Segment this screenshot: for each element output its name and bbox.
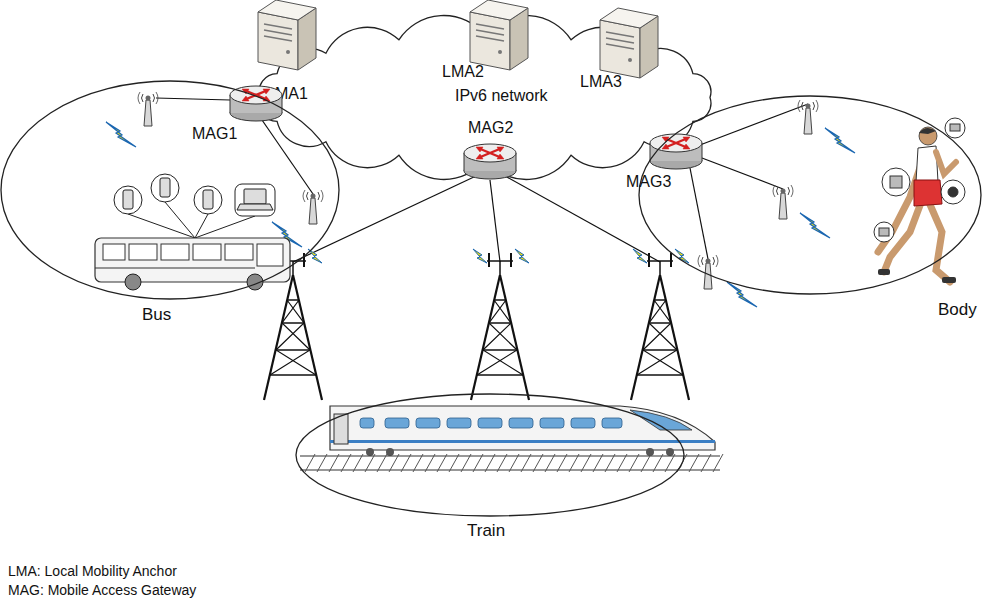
cell-towers xyxy=(264,249,689,400)
server-outline xyxy=(600,8,664,108)
rail-tie xyxy=(437,454,447,472)
region-ellipse: Train xyxy=(295,393,685,517)
rail-tie xyxy=(713,454,723,472)
rail-tie xyxy=(665,454,675,472)
legend-notes: LMA: Local Mobility AnchorMAG: Mobile Ac… xyxy=(8,562,196,600)
access-links xyxy=(156,98,808,262)
rail-tie xyxy=(473,454,483,472)
bus-devices xyxy=(114,174,275,238)
rail-tie xyxy=(365,454,375,472)
rail-tie xyxy=(617,454,627,472)
region-ellipse: Body xyxy=(638,95,982,295)
rail-tie xyxy=(329,454,339,472)
rail-tie xyxy=(593,454,603,472)
rail-tie xyxy=(605,454,615,472)
node-label: Train xyxy=(467,521,505,540)
rail-tie xyxy=(377,454,387,472)
rail-tie xyxy=(389,454,399,472)
region-ellipse-outline xyxy=(638,95,982,295)
server: LMA3 xyxy=(600,8,664,108)
rail-tie xyxy=(629,454,639,472)
node-label: IPv6 network xyxy=(455,86,547,105)
rail-tie xyxy=(341,454,351,472)
server: LMA2 xyxy=(470,0,534,100)
rail-tie xyxy=(557,454,567,472)
abbreviation-note: LMA: Local Mobility Anchor xyxy=(8,562,196,581)
antennas xyxy=(138,92,818,289)
rail-tie xyxy=(533,454,543,472)
body-sensors xyxy=(874,118,965,242)
region-ellipse-outline xyxy=(0,80,340,300)
rail-tie xyxy=(461,454,471,472)
rail-tie xyxy=(653,454,663,472)
node-label: MAG1 xyxy=(192,124,237,143)
rail-tie xyxy=(485,454,495,472)
router-outline xyxy=(228,82,284,122)
router: MAG3 xyxy=(648,130,704,170)
rail-tie xyxy=(581,454,591,472)
node-label: LMA2 xyxy=(442,62,484,81)
rail-tie xyxy=(569,454,579,472)
node-label: Bus xyxy=(142,305,171,324)
server-outline xyxy=(470,0,534,100)
rail-tie xyxy=(449,454,459,472)
rail-tie xyxy=(317,454,327,472)
rail-tie xyxy=(521,454,531,472)
rail-tie xyxy=(401,454,411,472)
node-label: Body xyxy=(938,300,977,319)
region-ellipse-outline xyxy=(295,393,685,517)
rail-tie xyxy=(689,454,699,472)
node-label: MAG2 xyxy=(468,118,513,137)
router: MAG2 xyxy=(462,140,518,180)
rail-tie xyxy=(701,454,711,472)
node-label: MAG3 xyxy=(626,172,671,191)
rail-tie xyxy=(497,454,507,472)
router: MAG1 xyxy=(228,82,284,122)
rail-tie xyxy=(305,454,315,472)
rail-tie xyxy=(641,454,651,472)
region-ellipse: Bus xyxy=(0,80,340,300)
rail-tie xyxy=(353,454,363,472)
train xyxy=(330,406,715,456)
rail-tie xyxy=(413,454,423,472)
rail-tie xyxy=(509,454,519,472)
router-outline xyxy=(648,130,704,170)
runner xyxy=(878,127,956,283)
router-outline xyxy=(462,140,518,180)
rail-tie xyxy=(425,454,435,472)
abbreviation-note: MAG: Mobile Access Gateway xyxy=(8,581,196,600)
rail-tie xyxy=(545,454,555,472)
node-label: LMA3 xyxy=(580,72,622,91)
rails xyxy=(300,454,723,472)
